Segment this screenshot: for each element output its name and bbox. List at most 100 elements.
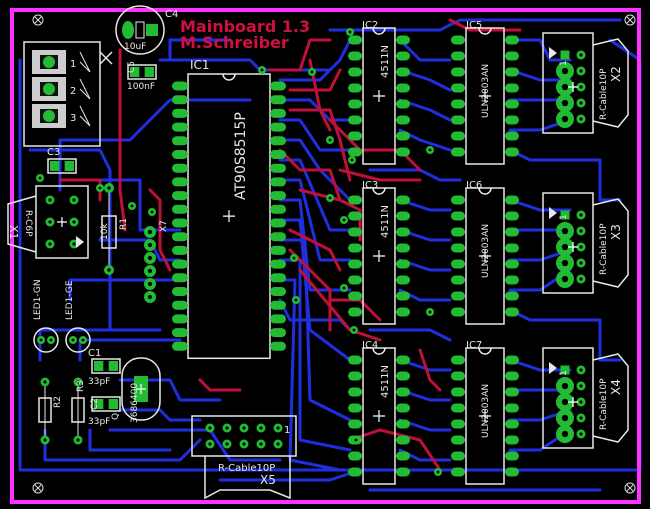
led2-ref: LED1-GE [65, 280, 75, 320]
c4 [115, 5, 165, 55]
ic6-pad-r3 [505, 227, 519, 237]
ic3-pad-l2 [348, 211, 362, 221]
ic1-pad-l15 [172, 273, 188, 283]
x4-pad-b1-hole [579, 368, 583, 372]
ic2-pad-l5 [348, 99, 362, 109]
x4-part: R-Cable10P [599, 378, 609, 430]
ic6-pad-l2 [451, 211, 465, 221]
ic2-pad-l3 [348, 67, 362, 77]
quartz-ref: Q [111, 413, 121, 420]
via-10-hole [428, 148, 432, 152]
c2-ref: C2 [90, 398, 100, 410]
ic7-pad-l2 [451, 371, 465, 381]
x3-ref: X3 [609, 224, 623, 240]
x4-pad-b4-hole [579, 416, 583, 420]
ic2-pad-l7 [348, 131, 362, 141]
ic5-pad-r8 [505, 147, 519, 157]
ic2-pad-r6 [396, 115, 410, 125]
x2-pad-a4-hole [561, 99, 569, 107]
ic6-pad-l4 [451, 243, 465, 253]
via-9-hole [352, 328, 356, 332]
x2-pad-a1 [560, 50, 570, 60]
x1-pad-a2-hole [48, 220, 52, 224]
ic2-pad-r1 [396, 35, 410, 45]
r2 [38, 377, 52, 445]
ic4-pad-r1 [396, 355, 410, 365]
ic1-pad-l18 [172, 314, 188, 324]
c3-ref: C3 [47, 147, 60, 158]
ic4-pad-r6 [396, 435, 410, 445]
ic1-part: AT90S8515P [233, 112, 249, 200]
r3-pad-2-hole [76, 438, 80, 442]
ic5-pad-r6 [505, 115, 519, 125]
ic6-pad-l1 [451, 195, 465, 205]
ic4-pad-l5 [348, 419, 362, 429]
x3-pin1: 1 [559, 214, 569, 220]
x4-pad-a5-hole [561, 430, 569, 438]
ic6-pad-l5 [451, 259, 465, 269]
ic1-outline [187, 73, 271, 360]
ic1-pad-l8 [172, 177, 188, 187]
x2-pad-b5-hole [579, 117, 583, 121]
ic1-pad-l10 [172, 204, 188, 214]
ic6-pad-r5 [505, 259, 519, 269]
ic6-pad-r6 [505, 275, 519, 285]
ic2-part: 4511N [380, 45, 391, 78]
x2-pad-a3-hole [561, 83, 569, 91]
ic1-pad-l9 [172, 191, 188, 201]
ic5-pad-l1 [451, 35, 465, 45]
ic7-pad-r5 [505, 419, 519, 429]
x3-pad-b2-hole [579, 229, 583, 233]
c4-ref: C4 [165, 9, 178, 20]
ic7-pad-l8 [451, 467, 465, 477]
x1-pad-b2-hole [72, 220, 76, 224]
ic2-pad-r3 [396, 67, 410, 77]
x5-shroud [204, 456, 291, 500]
ic4-pad-r8 [396, 467, 410, 477]
via-7-hole [342, 218, 346, 222]
led2 [65, 327, 91, 353]
ic1-pad-r6 [270, 150, 286, 159]
ic6-part: ULN2003AN [481, 224, 491, 278]
ic1-pad-r19 [270, 328, 286, 338]
x2-center [568, 82, 578, 92]
ic6-pad-l6 [451, 275, 465, 285]
mounting-marks [32, 14, 636, 494]
ic2-pad-r8 [396, 147, 410, 157]
x7-pad-4-hole [147, 268, 153, 274]
ic3-pad-l8 [348, 307, 362, 317]
x5-pad-a1-hole [208, 426, 212, 430]
x7-pad-3-hole [147, 255, 153, 261]
ic7-pad-r8 [505, 467, 519, 477]
x3-outline [542, 192, 594, 294]
r3 [71, 377, 85, 445]
quartz-center [136, 384, 146, 394]
x3-part: R-Cable10P [599, 223, 609, 275]
c1-pad-1 [94, 361, 104, 371]
c3-outline [47, 158, 77, 174]
x5-pad-b4-hole [259, 442, 263, 446]
x2-pin1-mark [549, 47, 557, 59]
ic1-pad-l14 [172, 259, 188, 269]
ic2-outline [362, 27, 396, 165]
fiducial-1 [32, 14, 44, 26]
ic6-pad-r1 [505, 195, 519, 205]
x3-pad-a5-hole [561, 275, 569, 283]
ic3-pad-r2 [396, 211, 410, 221]
c5 [127, 64, 157, 80]
x5-pad-a2-hole [225, 426, 229, 430]
r1-pad-1-hole [107, 186, 111, 190]
ic6-pad-r4 [505, 243, 519, 253]
ic1-pad-r9 [270, 191, 286, 201]
ic1-pad-r11 [270, 218, 286, 228]
via-6-hole [350, 158, 354, 162]
x1 [7, 185, 89, 259]
ic1-pad-l11 [172, 218, 188, 228]
led1-pad-k-hole [49, 338, 53, 342]
x2-pad-b1-hole [579, 53, 583, 57]
terminal-pin-2: 2 [70, 86, 76, 97]
c4-pad-2 [146, 24, 158, 36]
ic2-pad-r2 [396, 51, 410, 61]
x4-pad-b2-hole [579, 384, 583, 388]
